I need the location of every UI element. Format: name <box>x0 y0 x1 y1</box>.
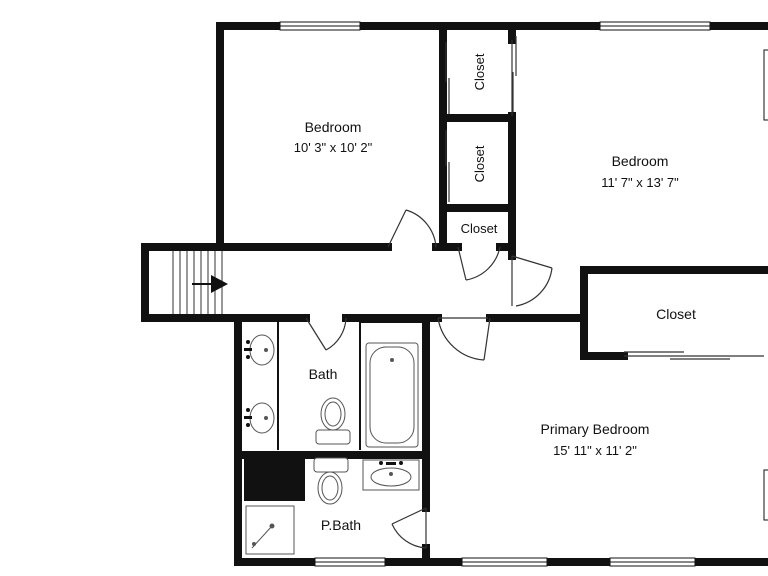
door-bedroom-1 <box>387 209 407 248</box>
bath-sinks <box>249 334 275 434</box>
bath-toilet <box>315 397 351 445</box>
window-center-lines <box>280 25 710 563</box>
room-dims-primary-bedroom: 15' 11" x 11' 2" <box>553 443 637 458</box>
shower <box>245 505 295 555</box>
door-bath <box>305 317 327 351</box>
room-label-closet-right: Closet <box>656 306 696 322</box>
room-label-primary-bedroom: Primary Bedroom <box>541 421 650 437</box>
doors <box>305 209 553 549</box>
p-bath-toilet <box>313 457 349 505</box>
walls <box>141 22 768 566</box>
room-dims-bedroom-2: 11' 7" x 13' 7" <box>601 175 679 190</box>
room-label-bedroom-2: Bedroom <box>612 153 669 169</box>
door-closet-small <box>457 246 467 281</box>
room-label-bedroom-1: Bedroom <box>305 119 362 135</box>
thin-partitions <box>277 321 422 450</box>
room-labels: Bedroom 10' 3" x 10' 2" Bedroom 11' 7" x… <box>294 53 696 533</box>
stairs <box>172 251 223 314</box>
faucet-icons <box>244 340 252 427</box>
room-label-closet-small: Closet <box>461 221 498 236</box>
windows <box>279 21 768 567</box>
door-bedroom-2 <box>511 255 553 269</box>
sliding-doors <box>445 36 764 360</box>
room-label-closet-middle: Closet <box>472 145 487 182</box>
storage-block <box>244 459 304 501</box>
stairs-arrow-icon <box>192 275 228 293</box>
p-bath-sink <box>362 459 420 491</box>
room-label-p-bath: P.Bath <box>321 517 361 533</box>
room-dims-bedroom-1: 10' 3" x 10' 2" <box>294 140 373 155</box>
room-label-closet-top: Closet <box>472 53 487 90</box>
room-label-bath: Bath <box>309 366 338 382</box>
door-p-bath <box>391 507 427 525</box>
bathtub <box>365 342 419 448</box>
p-bath-faucet-icon <box>379 461 403 465</box>
